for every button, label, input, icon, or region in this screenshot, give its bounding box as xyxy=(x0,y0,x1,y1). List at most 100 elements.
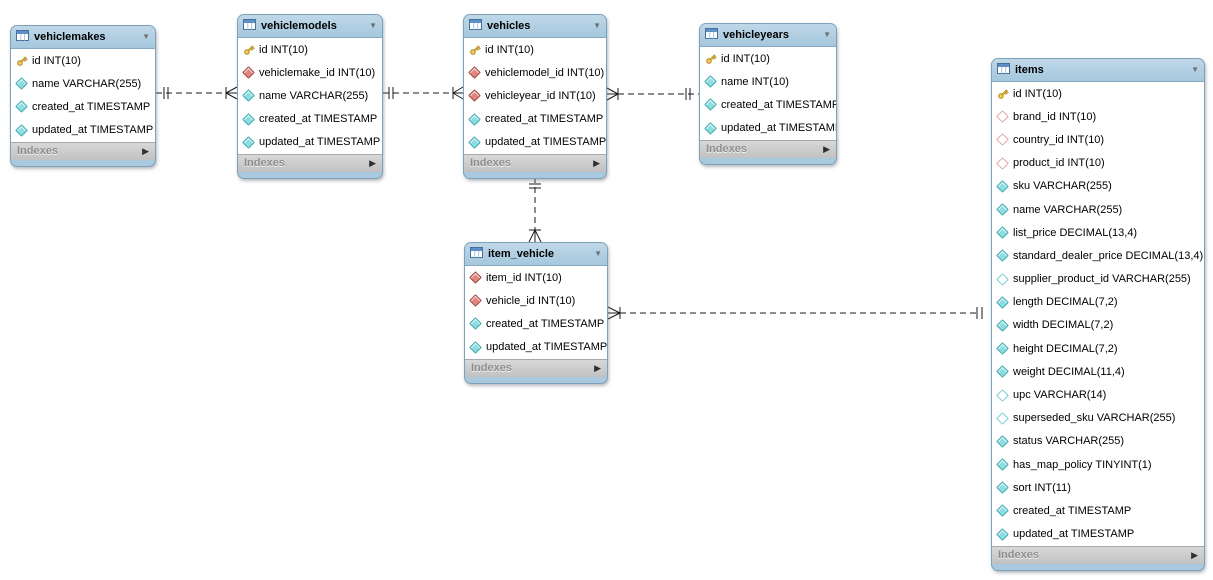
foreign-key-diamond-icon xyxy=(469,294,482,308)
column-row[interactable]: id INT(10) xyxy=(238,38,382,62)
table-name: vehiclemodels xyxy=(261,20,337,32)
column-row[interactable]: updated_at TIMESTAMP xyxy=(465,335,607,359)
table-vehicleyears[interactable]: vehicleyears ▼ id INT(10) xyxy=(699,23,837,165)
column-row[interactable]: updated_at TIMESTAMP xyxy=(992,522,1204,546)
expand-arrow-icon[interactable]: ▶ xyxy=(1191,549,1198,560)
column-row[interactable]: supplier_product_id VARCHAR(255) xyxy=(992,267,1204,291)
expand-arrow-icon[interactable]: ▶ xyxy=(593,157,600,168)
column-label: id INT(10) xyxy=(721,52,770,65)
column-row[interactable]: id INT(10) xyxy=(464,38,606,62)
collapse-triangle-icon[interactable]: ▼ xyxy=(369,21,377,30)
column-label: created_at TIMESTAMP xyxy=(721,98,837,111)
column-row[interactable]: item_id INT(10) xyxy=(465,266,607,290)
indexes-footer[interactable]: Indexes ▶ xyxy=(992,545,1204,564)
foreign-key-diamond-icon xyxy=(469,271,482,284)
column-row[interactable]: weight DECIMAL(11,4) xyxy=(992,360,1204,384)
column-row[interactable]: brand_id INT(10) xyxy=(992,105,1204,129)
column-row[interactable]: id INT(10) xyxy=(700,47,836,71)
column-row[interactable]: status VARCHAR(255) xyxy=(992,429,1204,453)
column-row[interactable]: updated_at TIMESTAMP xyxy=(11,118,155,142)
column-row[interactable]: vehicleyear_id INT(10) xyxy=(464,84,606,108)
column-row[interactable]: created_at TIMESTAMP xyxy=(465,312,607,336)
column-row[interactable]: upc VARCHAR(14) xyxy=(992,383,1204,407)
relationship-vehicleyears-one-to-many-vehicles[interactable] xyxy=(606,87,699,101)
collapse-triangle-icon[interactable]: ▼ xyxy=(142,32,150,41)
collapse-triangle-icon[interactable]: ▼ xyxy=(823,30,831,39)
column-label: name INT(10) xyxy=(721,75,789,88)
column-label: id INT(10) xyxy=(1013,87,1062,100)
column-row[interactable]: updated_at TIMESTAMP xyxy=(238,130,382,154)
expand-arrow-icon[interactable]: ▶ xyxy=(594,362,601,373)
column-diamond-icon xyxy=(996,527,1009,541)
table-header[interactable]: item_vehicle ▼ xyxy=(465,243,607,266)
column-row[interactable]: created_at TIMESTAMP xyxy=(11,95,155,119)
column-label: height DECIMAL(7,2) xyxy=(1013,342,1118,355)
column-diamond-icon xyxy=(242,135,255,149)
table-header[interactable]: vehicles ▼ xyxy=(464,15,606,38)
column-diamond-icon xyxy=(996,435,1009,448)
table-columns: id INT(10) brand_id INT(10) xyxy=(992,82,1204,546)
column-row[interactable]: name VARCHAR(255) xyxy=(238,84,382,108)
column-row[interactable]: country_id INT(10) xyxy=(992,128,1204,152)
column-label: id INT(10) xyxy=(485,43,534,56)
column-row[interactable]: height DECIMAL(7,2) xyxy=(992,337,1204,361)
column-row[interactable]: name INT(10) xyxy=(700,70,836,94)
relationship-vehicles-one-to-many-item_vehicle[interactable] xyxy=(528,177,542,243)
table-header[interactable]: vehiclemakes ▼ xyxy=(11,26,155,49)
table-vehicles[interactable]: vehicles ▼ id INT(10) xyxy=(463,14,607,179)
column-label: has_map_policy TINYINT(1) xyxy=(1013,458,1152,471)
table-vehiclemodels[interactable]: vehiclemodels ▼ id INT(10) xyxy=(237,14,383,179)
table-vehiclemakes[interactable]: vehiclemakes ▼ id INT(10) xyxy=(10,25,156,167)
expand-arrow-icon[interactable]: ▶ xyxy=(142,145,149,156)
column-diamond-icon xyxy=(15,100,28,114)
column-row[interactable]: has_map_policy TINYINT(1) xyxy=(992,453,1204,477)
column-row[interactable]: id INT(10) xyxy=(992,82,1204,106)
column-label: list_price DECIMAL(13,4) xyxy=(1013,226,1138,239)
table-header[interactable]: vehicleyears ▼ xyxy=(700,24,836,47)
indexes-footer[interactable]: Indexes ▶ xyxy=(464,153,606,172)
expand-arrow-icon[interactable]: ▶ xyxy=(369,157,376,168)
indexes-footer[interactable]: Indexes ▶ xyxy=(238,153,382,172)
relationship-vehiclemodels-one-to-many-vehicles[interactable] xyxy=(383,86,464,100)
table-icon xyxy=(470,245,483,263)
column-row[interactable]: sort INT(11) xyxy=(992,476,1204,500)
column-row[interactable]: updated_at TIMESTAMP xyxy=(464,130,606,154)
column-row[interactable]: width DECIMAL(7,2) xyxy=(992,313,1204,338)
column-row[interactable]: created_at TIMESTAMP xyxy=(992,499,1204,523)
table-items[interactable]: items ▼ id INT(10) xyxy=(991,58,1205,571)
column-row[interactable]: vehicle_id INT(10) xyxy=(465,289,607,313)
column-row[interactable]: vehiclemake_id INT(10) xyxy=(238,61,382,85)
collapse-triangle-icon[interactable]: ▼ xyxy=(1191,65,1199,74)
expand-arrow-icon[interactable]: ▶ xyxy=(823,143,830,154)
collapse-triangle-icon[interactable]: ▼ xyxy=(594,249,602,258)
table-item_vehicle[interactable]: item_vehicle ▼ item_id INT(10) xyxy=(464,242,608,384)
table-name: vehiclemakes xyxy=(34,31,106,43)
column-row[interactable]: created_at TIMESTAMP xyxy=(700,93,837,117)
column-row[interactable]: product_id INT(10) xyxy=(992,151,1204,175)
indexes-footer[interactable]: Indexes ▶ xyxy=(700,139,836,158)
column-row[interactable]: vehiclemodel_id INT(10) xyxy=(464,61,606,85)
indexes-footer[interactable]: Indexes ▶ xyxy=(465,358,607,377)
column-row[interactable]: standard_dealer_price DECIMAL(13,4) xyxy=(992,244,1204,268)
table-header[interactable]: vehiclemodels ▼ xyxy=(238,15,382,38)
table-header[interactable]: items ▼ xyxy=(992,59,1204,82)
column-diamond-icon xyxy=(468,112,481,126)
column-row[interactable]: superseded_sku VARCHAR(255) xyxy=(992,406,1204,430)
indexes-footer[interactable]: Indexes ▶ xyxy=(11,141,155,160)
foreign-key-diamond-icon xyxy=(242,66,255,80)
column-row[interactable]: created_at TIMESTAMP xyxy=(464,107,606,131)
collapse-triangle-icon[interactable]: ▼ xyxy=(593,21,601,30)
relationship-vehiclemakes-one-to-many-vehiclemodels[interactable] xyxy=(156,86,238,100)
column-row[interactable]: id INT(10) xyxy=(11,49,155,73)
column-row[interactable]: length DECIMAL(7,2) xyxy=(992,290,1204,314)
relationship-items-one-to-many-item_vehicle[interactable] xyxy=(607,306,983,320)
table-name: vehicles xyxy=(487,20,531,32)
column-row[interactable]: list_price DECIMAL(13,4) xyxy=(992,221,1204,245)
column-diamond-icon xyxy=(996,226,1009,240)
column-row[interactable]: name VARCHAR(255) xyxy=(11,72,155,96)
column-row[interactable]: created_at TIMESTAMP xyxy=(238,107,382,131)
column-diamond-icon xyxy=(996,249,1009,263)
column-row[interactable]: name VARCHAR(255) xyxy=(992,197,1204,222)
column-row[interactable]: sku VARCHAR(255) xyxy=(992,174,1204,198)
column-row[interactable]: updated_at TIMESTAMP xyxy=(700,116,836,140)
